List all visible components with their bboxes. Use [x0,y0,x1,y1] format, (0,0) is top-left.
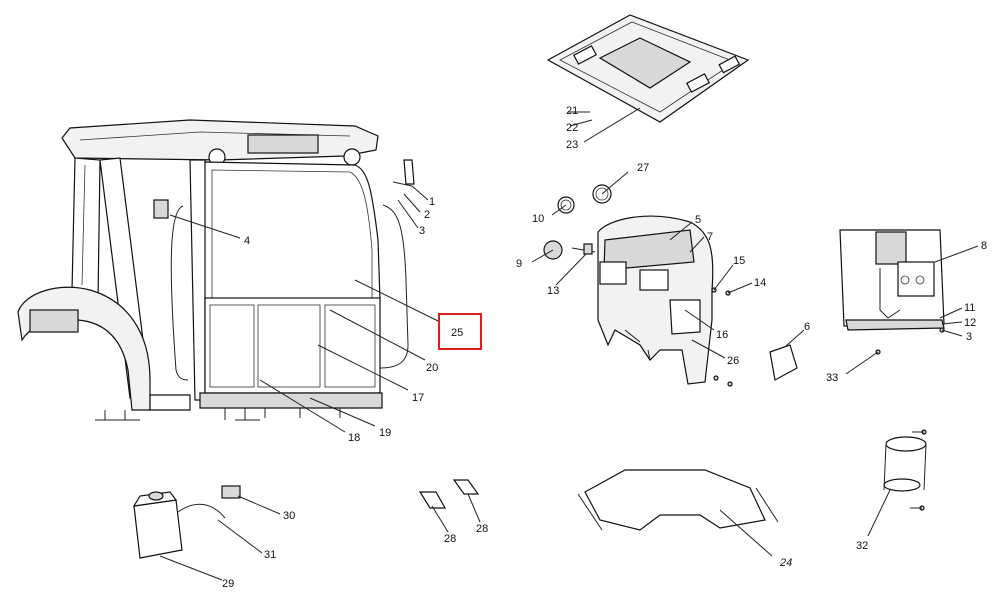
callout-25: 25 [451,327,463,339]
callout-32: 32 [856,540,868,552]
bottle-bracket [883,429,927,511]
callout-23: 23 [566,139,578,151]
callout-9: 9 [516,258,522,270]
callout-1: 1 [429,196,435,208]
callout-14: 14 [754,277,766,289]
callout-27: 27 [637,162,649,174]
callout-5: 5 [695,214,701,226]
callout-2: 2 [424,209,430,221]
callout-12: 12 [964,317,976,329]
callout-21: 21 [566,105,578,117]
callout-10: 10 [532,213,544,225]
washer-reservoir [132,485,241,559]
callout-labels: 1 2 3 4 20 17 18 19 21 22 23 27 10 5 7 9… [222,105,987,590]
callout-31: 31 [264,549,276,561]
callout-18: 18 [348,432,360,444]
callout-13: 13 [547,285,559,297]
callout-24: 24 [779,557,792,569]
callout-15: 15 [733,255,745,267]
callout-33: 33 [826,372,838,384]
callout-28-right: 28 [476,523,488,535]
callout-8: 8 [981,240,987,252]
callout-22: 22 [566,122,578,134]
callout-29: 29 [222,578,234,590]
callout-3-panel: 3 [966,331,972,343]
callout-7: 7 [707,231,713,243]
leader-lines [159,107,979,581]
highlight-box [438,313,482,350]
callout-16: 16 [716,329,728,341]
dash-console [543,184,798,387]
callout-28-left: 28 [444,533,456,545]
callout-26: 26 [727,355,739,367]
callout-3: 3 [419,225,425,237]
callout-20: 20 [426,362,438,374]
callout-17: 17 [412,392,424,404]
callout-6: 6 [804,321,810,333]
callout-19: 19 [379,427,391,439]
callout-11: 11 [964,302,975,314]
trim-strips [418,479,480,509]
cab-assembly [17,119,415,421]
highlighted-callout-25[interactable]: 25 [438,313,482,350]
callout-4: 4 [244,235,250,247]
floor-mat [577,469,779,531]
callout-30: 30 [283,510,295,522]
roof-headliner [546,14,750,123]
rear-panel [839,229,945,355]
